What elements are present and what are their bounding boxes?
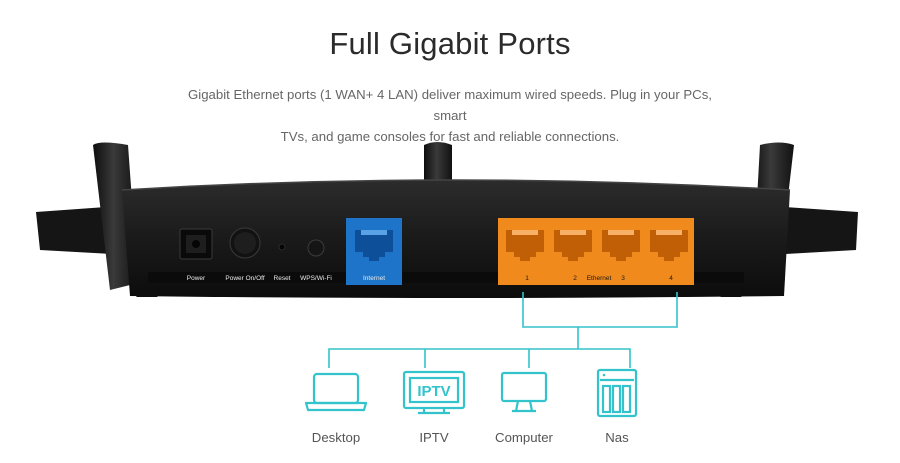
- router-foot-left: [136, 291, 158, 297]
- router-right-wing: [768, 206, 858, 255]
- tv-icon-text: IPTV: [417, 383, 450, 400]
- label-power-onoff: Power On/Off: [225, 275, 265, 282]
- device-label-desktop: Desktop: [311, 430, 361, 445]
- device-label-nas: Nas: [605, 430, 629, 445]
- reset-hole: [278, 243, 286, 251]
- nas-icon: [596, 368, 638, 418]
- lan-label-bg: [498, 272, 694, 285]
- lan-port-1: [506, 230, 544, 261]
- nas-led-icon: [602, 373, 606, 377]
- page-title: Full Gigabit Ports: [329, 26, 571, 61]
- label-power: Power: [186, 275, 206, 282]
- lan-port-2: [554, 230, 592, 261]
- label-lan-2: 2: [573, 275, 577, 282]
- subtitle-line-1: Gigabit Ethernet ports (1 WAN+ 4 LAN) de…: [188, 87, 712, 123]
- monitor-icon: [500, 371, 548, 413]
- subtitle-line-2: TVs, and game consoles for fast and reli…: [280, 129, 620, 144]
- label-reset: Reset: [273, 275, 291, 282]
- wps-button: [307, 239, 325, 257]
- label-internet: Internet: [362, 275, 386, 282]
- label-lan-3: 3: [621, 275, 625, 282]
- router-label-strip: [148, 272, 744, 283]
- page-subtitle: Gigabit Ethernet ports (1 WAN+ 4 LAN) de…: [180, 84, 720, 147]
- internet-label-bg: [346, 272, 402, 285]
- tv-icon: [402, 370, 466, 415]
- lan-port-4: [650, 230, 688, 261]
- laptop-icon: [304, 372, 368, 412]
- label-ethernet: Ethernet: [586, 275, 612, 282]
- label-lan-1: 1: [525, 275, 529, 282]
- router-top-edge: [121, 179, 791, 191]
- antenna-left: [93, 142, 138, 290]
- device-label-computer: Computer: [495, 430, 553, 445]
- router-foot-right: [720, 291, 742, 297]
- label-wps-wifi: WPS/Wi-Fi: [300, 275, 332, 282]
- device-label-iptv: IPTV: [419, 430, 449, 445]
- lan-port-3: [602, 230, 640, 261]
- label-lan-4: 4: [669, 275, 673, 282]
- connector-lines: [328, 292, 678, 368]
